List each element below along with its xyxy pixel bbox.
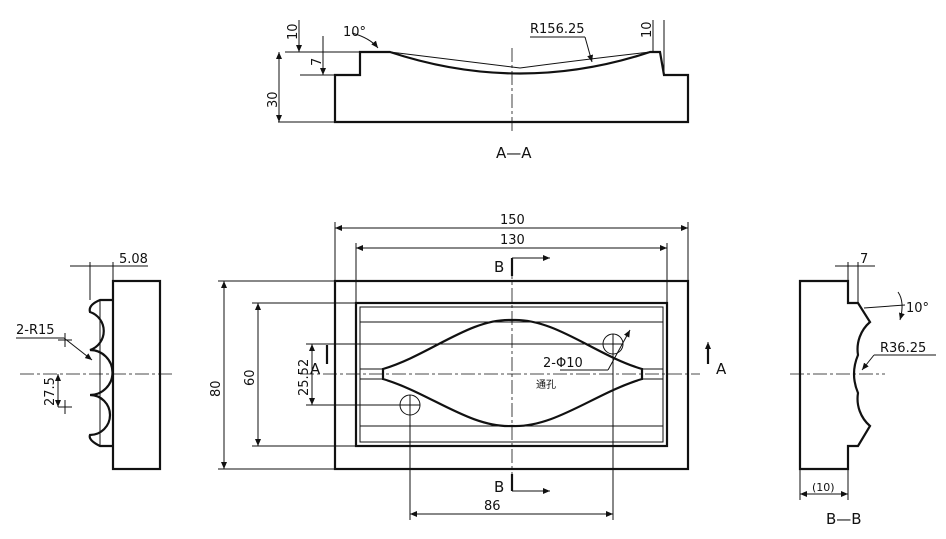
left-view-profile <box>88 298 114 448</box>
section-aa-view: 10 7 30 10° R156.25 10 A—A <box>266 20 690 162</box>
left-dim-radius: 2-R15 <box>16 323 55 338</box>
section-bb-view: 7 10° R36.25 (10) B—B <box>790 252 936 528</box>
left-dim-508: 5.08 <box>119 252 148 267</box>
section-aa-body <box>333 50 690 124</box>
section-mark-b-bottom: B <box>494 478 504 496</box>
aa-dim-10-left: 10 <box>286 23 301 40</box>
aa-dim-radius: R156.25 <box>530 22 585 37</box>
section-bb-title: B—B <box>826 510 862 528</box>
left-view-body <box>111 279 162 471</box>
plan-view: 2-Φ10 通孔 150 130 80 60 25.52 86 A A <box>209 213 727 520</box>
plan-lens-cavity <box>381 318 644 428</box>
aa-dim-10-right: 10 <box>640 21 655 38</box>
bb-dim-radius: R36.25 <box>880 341 926 356</box>
section-bb-body <box>798 279 872 471</box>
aa-dim-30: 30 <box>266 91 281 108</box>
bb-dim-angle: 10° <box>906 301 929 316</box>
hole-note: 2-Φ10 <box>543 356 583 371</box>
plan-dim-130: 130 <box>500 233 525 248</box>
left-dim-275: 27.5 <box>43 377 58 406</box>
plan-outer-plate <box>333 279 690 471</box>
aa-dim-7: 7 <box>310 58 325 66</box>
plan-dim-60: 60 <box>243 369 258 386</box>
section-mark-a-right: A <box>716 360 727 378</box>
plan-dim-150: 150 <box>500 213 525 228</box>
left-side-view: 5.08 2-R15 27.5 <box>16 252 175 471</box>
plan-dim-86: 86 <box>484 499 501 514</box>
section-mark-b-top: B <box>494 258 504 276</box>
plan-dim-2552: 25.52 <box>297 359 312 396</box>
section-aa-cavity-upper <box>389 51 651 69</box>
aa-dim-angle: 10° <box>343 25 366 40</box>
section-mark-a-left: A <box>310 360 321 378</box>
bb-dim-10: (10) <box>812 481 835 494</box>
plan-cavity-inner <box>359 306 664 443</box>
hole-note-sub: 通孔 <box>536 379 556 391</box>
plan-cavity-outer <box>354 301 669 448</box>
bb-dim-7: 7 <box>860 252 868 267</box>
section-aa-title: A—A <box>496 144 532 162</box>
plan-dim-80: 80 <box>209 380 224 397</box>
